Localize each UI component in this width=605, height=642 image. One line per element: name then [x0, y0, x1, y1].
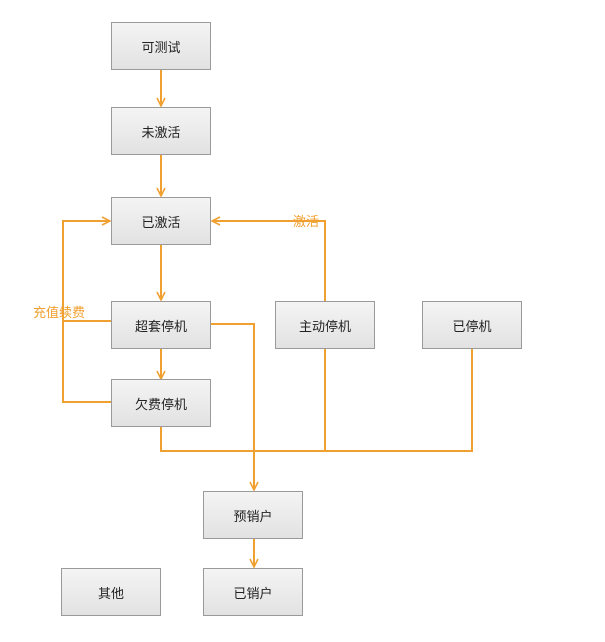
- node-pre-cancelled: 预销户: [203, 491, 303, 539]
- node-testable: 可测试: [111, 22, 211, 70]
- edge-label-recharge-renew: 充值续费: [33, 306, 86, 321]
- edge-arrears-merge: [160, 348, 473, 452]
- node-voluntary-suspended: 主动停机: [275, 301, 375, 349]
- edge-arrears-recharge: [62, 221, 111, 403]
- node-over-quota-suspended: 超套停机: [111, 301, 211, 349]
- edge-over-quota-to-precancel: [211, 323, 254, 489]
- node-activated: 已激活: [111, 197, 211, 245]
- edge-label-activate: 激活: [293, 215, 320, 230]
- node-arrears-suspended: 欠费停机: [111, 379, 211, 427]
- edge-voluntary-activate: [213, 221, 326, 301]
- node-suspended: 已停机: [422, 301, 522, 349]
- node-cancelled: 已销户: [203, 568, 303, 616]
- node-other: 其他: [61, 568, 161, 616]
- node-inactive: 未激活: [111, 107, 211, 155]
